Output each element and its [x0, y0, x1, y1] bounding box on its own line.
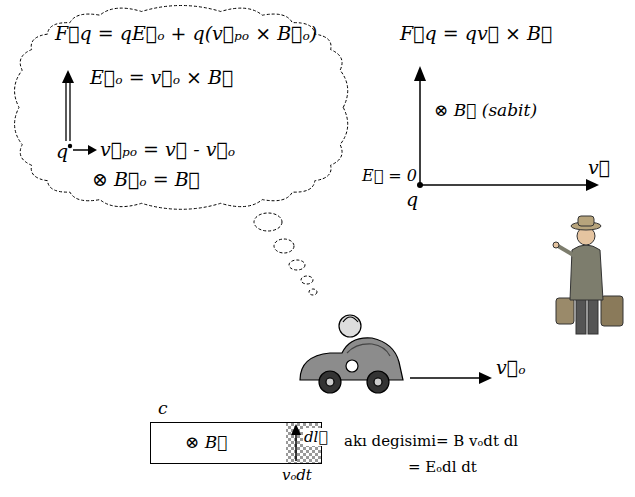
flux-equation: = Eₒdl dt [408, 458, 477, 476]
field-label: E⃗ = 0 [362, 166, 417, 185]
dl-arrow [291, 424, 301, 461]
charge-label: q [56, 140, 68, 163]
car-velocity-arrow [410, 372, 492, 384]
flux-equation: akı degisimi= B vₒdt dl [344, 432, 518, 450]
field-label: ⊗ B⃗ [185, 432, 227, 452]
observer-figure [553, 216, 623, 334]
charge-label: q [406, 188, 418, 211]
thought-bubbles [254, 213, 317, 295]
field-region-box: ⊗ B⃗ [150, 422, 322, 464]
car [300, 315, 403, 393]
equation: v⃗ₚₒ = v⃗ - v⃗ₒ [100, 138, 235, 161]
length-label: dl⃗ [303, 428, 328, 446]
equation: ⊗ B⃗ₒ = B⃗ [92, 168, 200, 191]
field-label: ⊗ B⃗ (sabit) [434, 100, 537, 120]
thought-cloud: F⃗q = qE⃗ₒ + q(v⃗ₚₒ × B⃗ₒ) E⃗ₒ = v⃗ₒ × B⃗… [10, 2, 352, 213]
velocity-label: v⃗ₒ [496, 356, 525, 379]
length-label: vₒdt [282, 466, 312, 484]
equation: E⃗ₒ = v⃗ₒ × B⃗ [90, 66, 233, 89]
equation: F⃗q = qv⃗ × B⃗ [400, 22, 552, 45]
equation: F⃗q = qE⃗ₒ + q(v⃗ₚₒ × B⃗ₒ) [55, 22, 317, 45]
velocity-label: v⃗ [588, 156, 610, 179]
cloud-path [15, 6, 348, 210]
lab-frame-vectors [414, 66, 599, 191]
path-label: c [158, 398, 168, 418]
